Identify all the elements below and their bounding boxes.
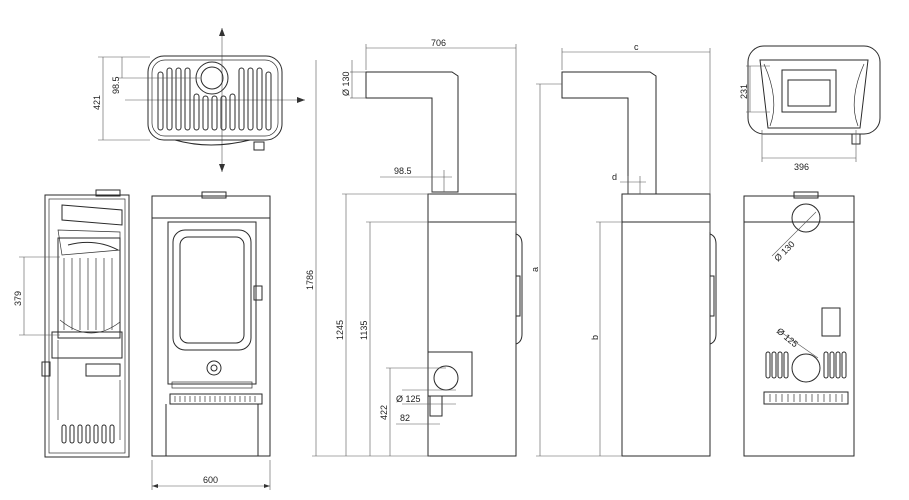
dim-var-c: c — [634, 42, 639, 52]
dim-top-flue-offset: 98.5 — [111, 76, 121, 94]
dim-rear-width: 396 — [794, 162, 809, 172]
rear-top-view: 231 396 — [739, 45, 881, 172]
dim-top-depth: 421 — [92, 95, 102, 110]
dim-side-flue-diameter: Ø 130 — [341, 71, 351, 96]
firebox-lining — [63, 258, 113, 330]
dim-total-height: 1786 — [305, 270, 315, 290]
dim-inlet-offset: 82 — [400, 413, 410, 423]
dim-height-1135: 1135 — [359, 321, 369, 340]
dim-front-width: 600 — [203, 475, 218, 485]
top-grill-slots — [157, 67, 272, 131]
dim-rear-depth: 231 — [739, 84, 749, 99]
dim-var-b: b — [590, 335, 600, 340]
dim-var-a: a — [530, 267, 540, 272]
dim-inlet-height: 422 — [379, 405, 389, 420]
dim-rear-flue-diameter: Ø 130 — [772, 239, 796, 263]
dim-inlet-diameter: Ø 125 — [396, 394, 421, 404]
dim-firebox-height: 379 — [13, 291, 23, 306]
dim-var-d: d — [612, 172, 617, 182]
front-view: 600 — [151, 191, 271, 490]
dim-side-flue-offset: 98.5 — [394, 166, 412, 176]
rear-view: Ø 130 Ø 125 — [743, 191, 855, 457]
section-vent-slots — [61, 424, 115, 444]
side-view-dimensioned: 706 Ø 130 98.5 1786 1245 1135 422 Ø 125 … — [305, 38, 523, 457]
dim-rear-inlet-diameter: Ø 125 — [775, 326, 800, 349]
rear-vent-slots — [765, 351, 847, 379]
dim-side-flue-width: 706 — [431, 38, 446, 48]
top-view: 421 98.5 — [92, 28, 305, 172]
dim-height-1245: 1245 — [335, 320, 345, 340]
front-vent-grill — [169, 393, 263, 405]
section-view: 379 — [13, 189, 130, 458]
side-view-variables: c d a b — [530, 42, 717, 457]
